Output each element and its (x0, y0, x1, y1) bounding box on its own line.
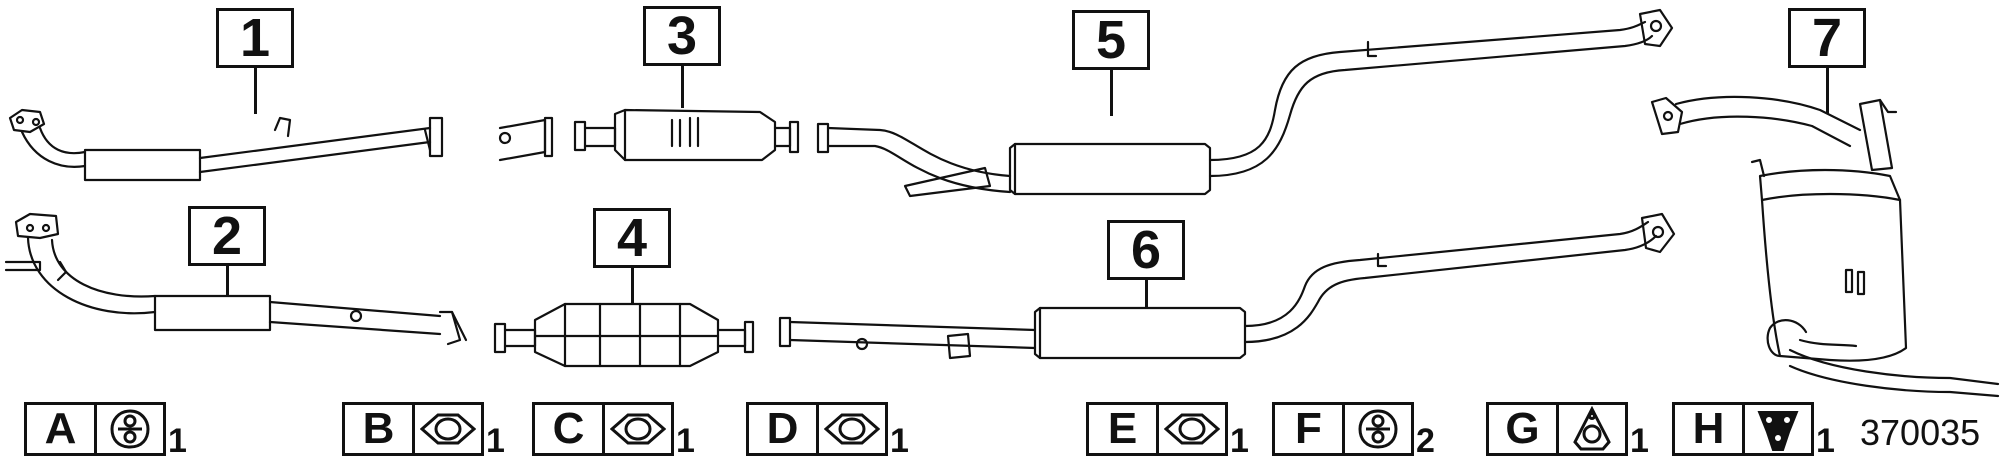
legend-item-b: B 1 (342, 398, 505, 460)
legend-qty: 1 (890, 422, 909, 460)
legend-item-h: H 1 (1672, 398, 1835, 460)
callout-5: 5 (1072, 10, 1150, 70)
part-6-center-pipe (778, 212, 1676, 360)
callout-5-leader (1110, 70, 1113, 116)
legend-letter: F (1272, 402, 1342, 456)
legend-letter: B (342, 402, 412, 456)
legend-qty: 1 (1816, 422, 1835, 460)
callout-4-leader (631, 268, 634, 304)
legend-letter: G (1486, 402, 1556, 456)
part-5-center-pipe (816, 8, 1674, 198)
legend-qty: 1 (676, 422, 695, 460)
legend-qty: 1 (486, 422, 505, 460)
callout-2: 2 (188, 206, 266, 266)
callout-4: 4 (593, 208, 671, 268)
legend-item-f: F 2 (1272, 398, 1435, 460)
legend-item-g: G 1 (1486, 398, 1649, 460)
legend-letter: C (532, 402, 602, 456)
legend-item-c: C 1 (532, 398, 695, 460)
callout-7-leader (1826, 68, 1829, 114)
part-3-catalytic-converter (573, 108, 800, 162)
rubber-hanger-icon (1742, 402, 1814, 456)
legend-qty: 1 (168, 422, 187, 460)
legend-letter: A (24, 402, 94, 456)
callout-3-leader (681, 66, 684, 108)
legend-letter: H (1672, 402, 1742, 456)
legend-qty: 2 (1416, 422, 1435, 460)
legend-item-d: D 1 (746, 398, 909, 460)
part-7-rear-muffler (1650, 95, 2000, 398)
gasket-oval-icon (602, 402, 674, 456)
legend-item-a: A 1 (24, 398, 187, 460)
gasket-oval-icon (816, 402, 888, 456)
legend-qty: 1 (1630, 422, 1649, 460)
gasket-oval-icon (412, 402, 484, 456)
callout-6: 6 (1107, 220, 1185, 280)
legend-letter: E (1086, 402, 1156, 456)
part-1-front-pipe (8, 108, 554, 182)
gasket-oval-icon (1156, 402, 1228, 456)
callout-3: 3 (643, 6, 721, 66)
legend-letter: D (746, 402, 816, 456)
flange-2-hole-icon (1342, 402, 1414, 456)
gasket-triangle-icon (1556, 402, 1628, 456)
part-4-catalytic-converter (493, 302, 755, 368)
legend-qty: 1 (1230, 422, 1249, 460)
callout-6-leader (1145, 280, 1148, 308)
callout-1-leader (254, 68, 257, 114)
legend-item-e: E 1 (1086, 398, 1249, 460)
callout-1: 1 (216, 8, 294, 68)
callout-2-leader (226, 266, 229, 296)
callout-7: 7 (1788, 8, 1866, 68)
diagram-code: 370035 (1860, 412, 1981, 453)
part-2-front-pipe (4, 212, 468, 346)
flange-2-hole-icon (94, 402, 166, 456)
